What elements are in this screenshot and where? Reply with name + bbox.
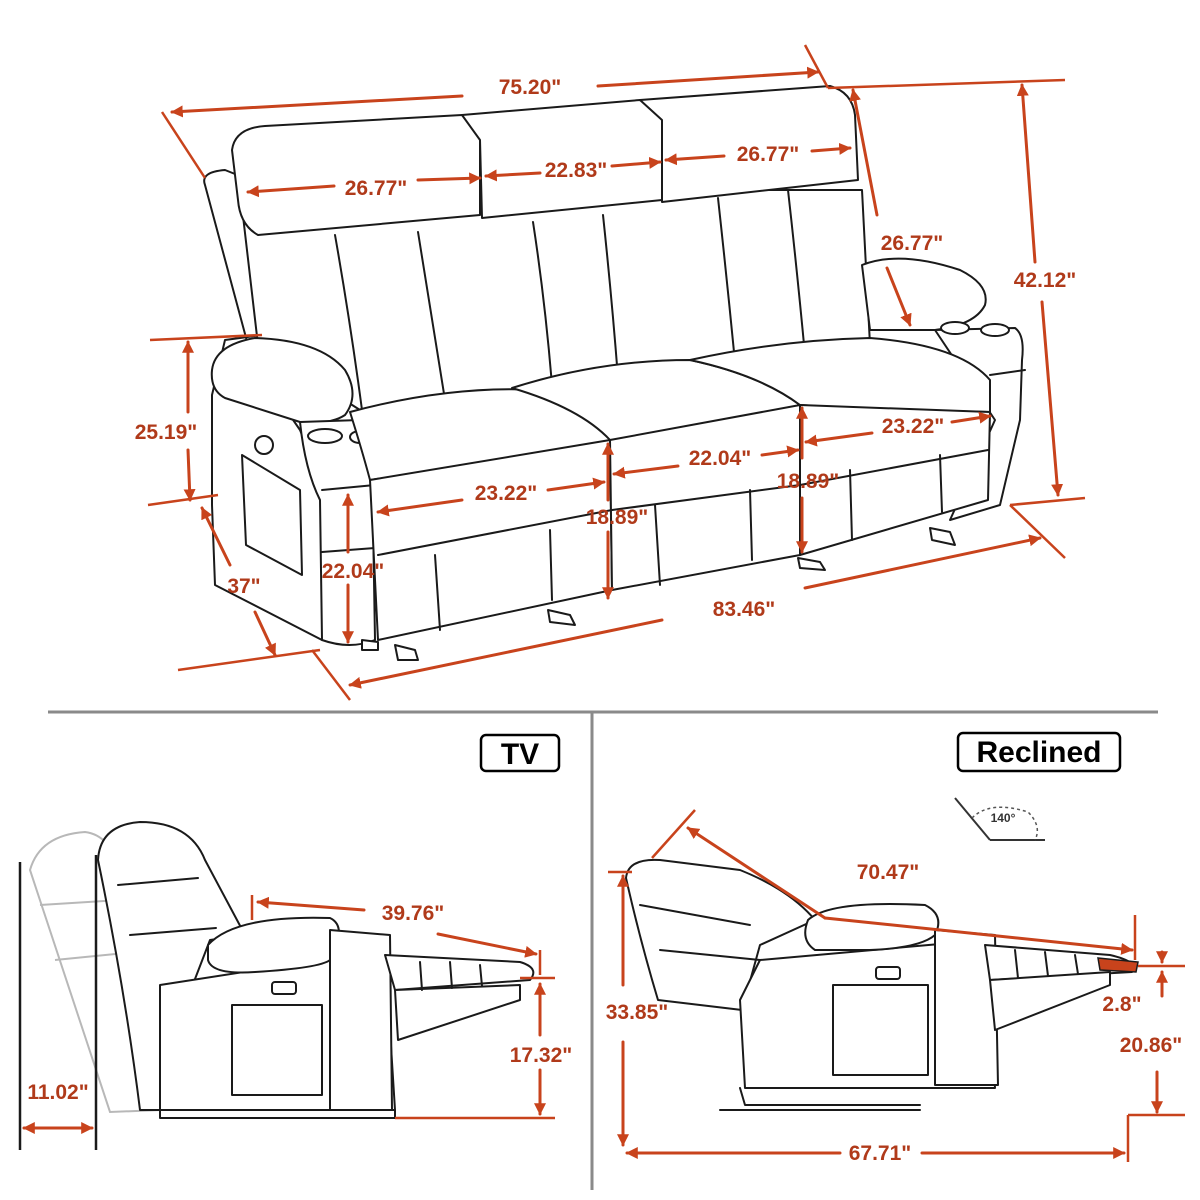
- seat-left-label: 23.22": [475, 482, 538, 505]
- top-dimension-labels: 75.20" 26.77" 22.83" 26.77" 26.77" 42.12…: [135, 76, 1077, 621]
- seat-height-label: 22.04": [322, 560, 385, 583]
- seat-depth-center-label: 18.89": [586, 506, 649, 529]
- headrest-right-label: 26.77": [737, 143, 800, 166]
- seat-center-label: 22.04": [689, 447, 752, 470]
- seat-right-label: 23.22": [882, 415, 945, 438]
- reclined-depth-label: 67.71": [849, 1142, 912, 1165]
- arm-height-left-label: 25.19": [135, 421, 198, 444]
- depth-label: 37": [227, 575, 260, 598]
- reclined-tag-box: [956, 731, 1122, 773]
- tv-tag-box: [479, 733, 561, 773]
- tv-wall-clearance-label: 11.02": [27, 1081, 88, 1104]
- base-width-label: 83.46": [713, 598, 776, 621]
- recline-angle-label: 140°: [991, 811, 1016, 825]
- reclined-length-label: 70.47": [857, 861, 920, 884]
- tv-view: TV 39.76" 17.32": [18, 733, 573, 1150]
- reclined-tag: Reclined: [976, 736, 1101, 769]
- total-height-label: 42.12": [1014, 269, 1077, 292]
- tv-extended-length-label: 39.76": [382, 902, 445, 925]
- reclined-view: Reclined 140° 70.47": [606, 731, 1185, 1165]
- tv-footrest-height-label: 17.32": [510, 1044, 573, 1067]
- overall-width-label: 75.20": [499, 76, 562, 99]
- top-dimension-lines: [147, 44, 1086, 701]
- recline-angle-indicator: 140°: [954, 797, 1045, 841]
- sofa-drawing: [203, 85, 1026, 661]
- headrest-left-label: 26.77": [345, 177, 408, 200]
- tv-tag: TV: [501, 738, 539, 771]
- reclined-footrest-height-label: 20.86": [1120, 1034, 1183, 1057]
- reclined-back-height-label: 33.85": [606, 1001, 669, 1024]
- seat-depth-right-label: 18.89": [777, 470, 840, 493]
- arm-height-right-label: 26.77": [881, 232, 944, 255]
- reclined-footrest-thickness-label: 2.8": [1102, 993, 1141, 1016]
- headrest-center-label: 22.83": [545, 159, 608, 182]
